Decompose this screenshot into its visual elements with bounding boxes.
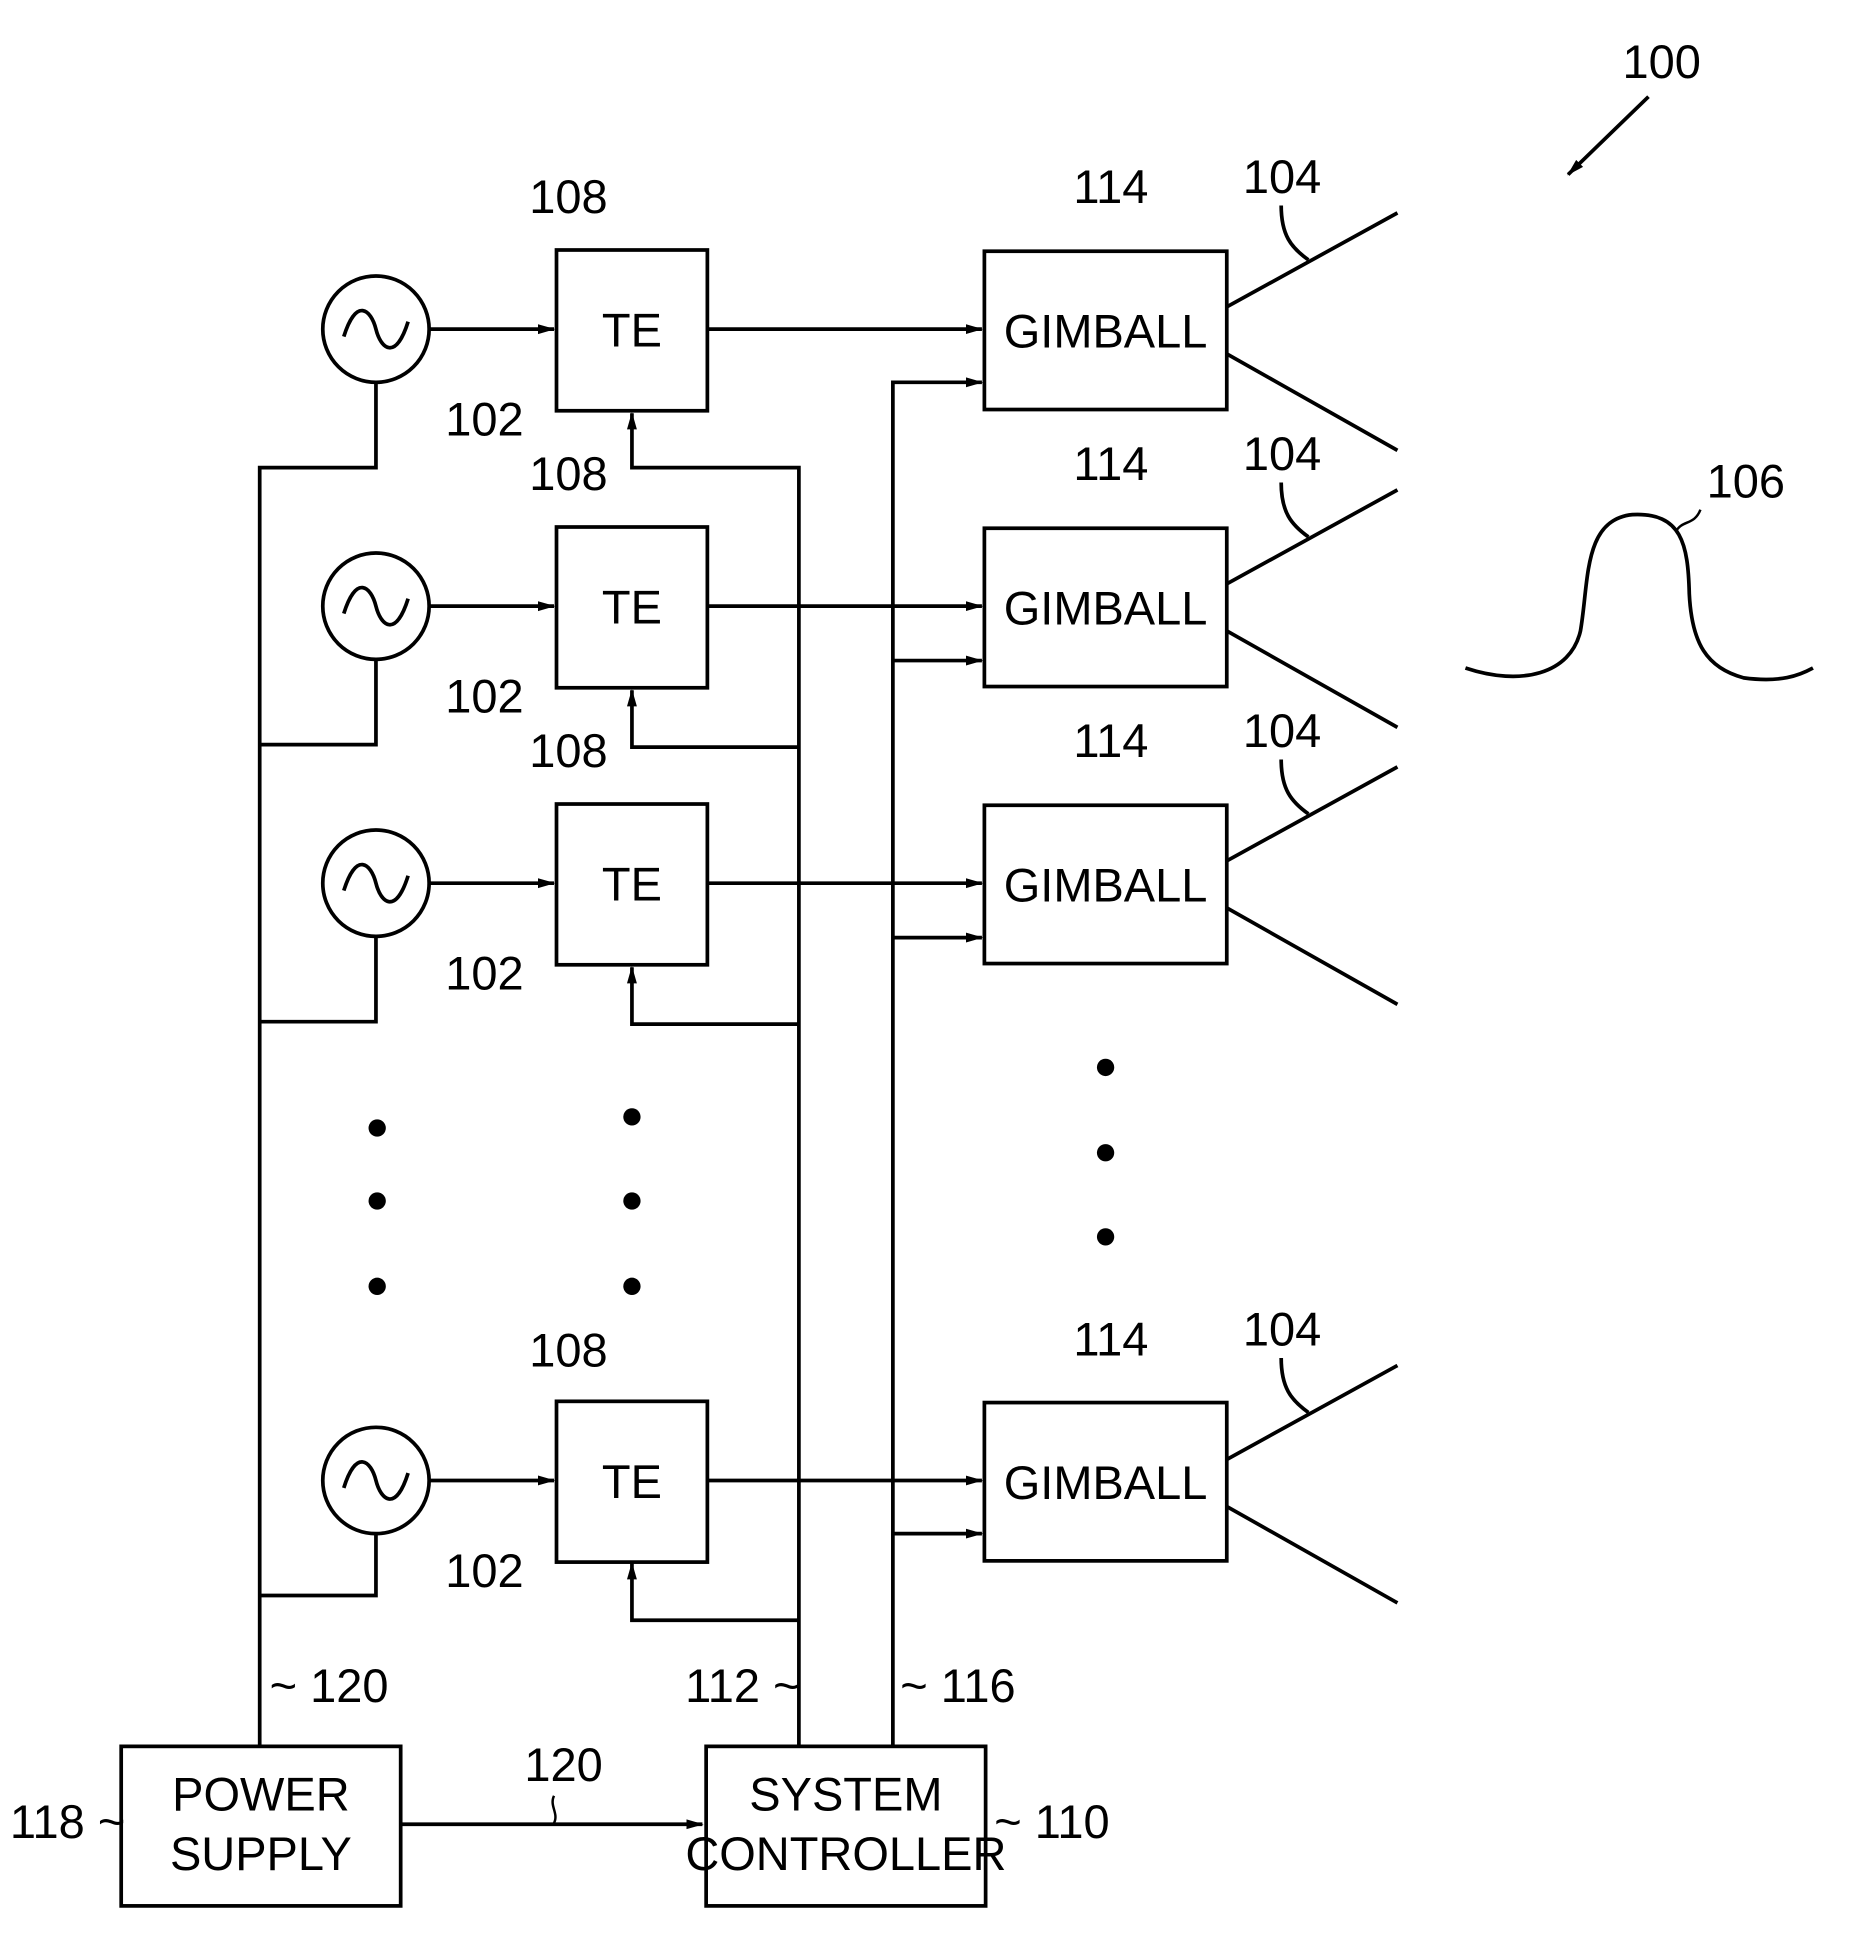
gimbal-label: GIMBALL bbox=[1004, 305, 1208, 358]
dot bbox=[368, 1277, 386, 1295]
antenna-upper bbox=[1225, 211, 1399, 309]
gimbal-label: GIMBALL bbox=[1004, 582, 1208, 635]
dot bbox=[623, 1192, 641, 1210]
gimbal-block bbox=[982, 249, 1229, 412]
sine-wave-icon bbox=[342, 308, 410, 350]
ref-120-link: 120 bbox=[524, 1738, 602, 1791]
ref-108: 108 bbox=[529, 1324, 607, 1377]
ref-104: 104 bbox=[1243, 427, 1321, 480]
power-supply-label-1: POWER bbox=[172, 1768, 350, 1821]
ref-120-bus: ~ 120 bbox=[270, 1659, 389, 1712]
ref-108: 108 bbox=[529, 724, 607, 777]
dot bbox=[623, 1108, 641, 1126]
te-label: TE bbox=[602, 580, 662, 633]
ref-102: 102 bbox=[445, 392, 523, 445]
antenna-lower bbox=[1225, 1504, 1399, 1605]
system-controller-label-1: SYSTEM bbox=[749, 1768, 942, 1821]
power-tap-4 bbox=[259, 1533, 378, 1598]
ref-102: 102 bbox=[445, 670, 523, 723]
antenna-upper bbox=[1225, 765, 1399, 863]
te-label: TE bbox=[602, 857, 662, 910]
sine-wave-icon bbox=[342, 862, 410, 904]
ref-108: 108 bbox=[529, 447, 607, 500]
ref-106: 106 bbox=[1707, 454, 1785, 507]
antenna-lower bbox=[1225, 906, 1399, 1006]
power-supply-block bbox=[119, 1744, 403, 1908]
power-tap-3 bbox=[259, 936, 378, 1024]
power-tap-2 bbox=[259, 659, 378, 747]
sine-wave-icon bbox=[342, 1460, 410, 1501]
te-block bbox=[554, 525, 710, 690]
ref-110: ~ 110 bbox=[994, 1795, 1109, 1848]
system-controller-label-2: CONTROLLER bbox=[685, 1827, 1006, 1880]
dot bbox=[368, 1119, 386, 1137]
ref-102: 102 bbox=[445, 1544, 523, 1597]
beam-waveform bbox=[1464, 512, 1814, 682]
gimbal-label: GIMBALL bbox=[1004, 859, 1208, 912]
ref-100-arrow bbox=[1566, 95, 1650, 176]
ref-100-label: 100 bbox=[1623, 35, 1701, 88]
ref-118: 118 ~ bbox=[10, 1795, 125, 1848]
ref-116-bus: ~ 116 bbox=[900, 1659, 1015, 1712]
antenna-upper bbox=[1225, 1363, 1399, 1462]
ref-108: 108 bbox=[529, 170, 607, 223]
antenna-upper bbox=[1225, 488, 1399, 586]
channel-3: 102 TE 108 GIMBALL 114 104 bbox=[320, 704, 1399, 1006]
power-link-leader bbox=[551, 1795, 557, 1824]
system-controller-block bbox=[704, 1744, 988, 1908]
channel-4: 102 TE 108 GIMBALL 114 104 bbox=[320, 1303, 1399, 1605]
ref-104: 104 bbox=[1243, 150, 1321, 203]
antenna-lower bbox=[1225, 629, 1399, 729]
te-tap-2 bbox=[626, 689, 799, 749]
continuation-dots bbox=[368, 1058, 1115, 1295]
ref-114: 114 bbox=[1073, 714, 1148, 767]
dot bbox=[368, 1192, 386, 1210]
gimbal-block bbox=[982, 1400, 1229, 1563]
gimbal-block bbox=[982, 803, 1229, 966]
te-label: TE bbox=[602, 303, 662, 356]
channel-1: 102 TE 108 GIMBALL 114 104 bbox=[320, 150, 1399, 452]
antenna-lower bbox=[1225, 352, 1399, 452]
ref-102: 102 bbox=[445, 947, 523, 1000]
power-supply-label-2: SUPPLY bbox=[170, 1827, 352, 1880]
te-tap-4 bbox=[626, 1562, 799, 1623]
ref-104: 104 bbox=[1243, 704, 1321, 757]
te-tap-3 bbox=[626, 966, 799, 1027]
antenna-leader bbox=[1279, 759, 1310, 816]
channel-2: 102 TE 108 GIMBALL 114 104 bbox=[320, 427, 1399, 729]
ref-112-bus: 112 ~ bbox=[685, 1659, 800, 1712]
ref-114: 114 bbox=[1073, 160, 1148, 213]
te-block bbox=[554, 1399, 710, 1564]
ref-114: 114 bbox=[1073, 1313, 1148, 1366]
waveform-leader bbox=[1674, 509, 1702, 533]
ref-114: 114 bbox=[1073, 437, 1148, 490]
dot bbox=[623, 1277, 641, 1295]
dot bbox=[1096, 1058, 1115, 1077]
antenna-leader bbox=[1279, 482, 1310, 539]
antenna-leader bbox=[1279, 205, 1310, 262]
te-bus-line bbox=[626, 411, 801, 1747]
dot bbox=[1096, 1144, 1115, 1162]
power-bus-line bbox=[257, 382, 378, 1747]
gimbal-block bbox=[982, 526, 1229, 689]
te-label: TE bbox=[602, 1455, 662, 1508]
gimbal-label: GIMBALL bbox=[1004, 1456, 1208, 1509]
antenna-leader bbox=[1279, 1358, 1310, 1414]
gimbal-bus-line bbox=[891, 377, 984, 1747]
ref-104: 104 bbox=[1243, 1303, 1321, 1356]
dot bbox=[1096, 1228, 1115, 1246]
sine-wave-icon bbox=[342, 585, 410, 627]
